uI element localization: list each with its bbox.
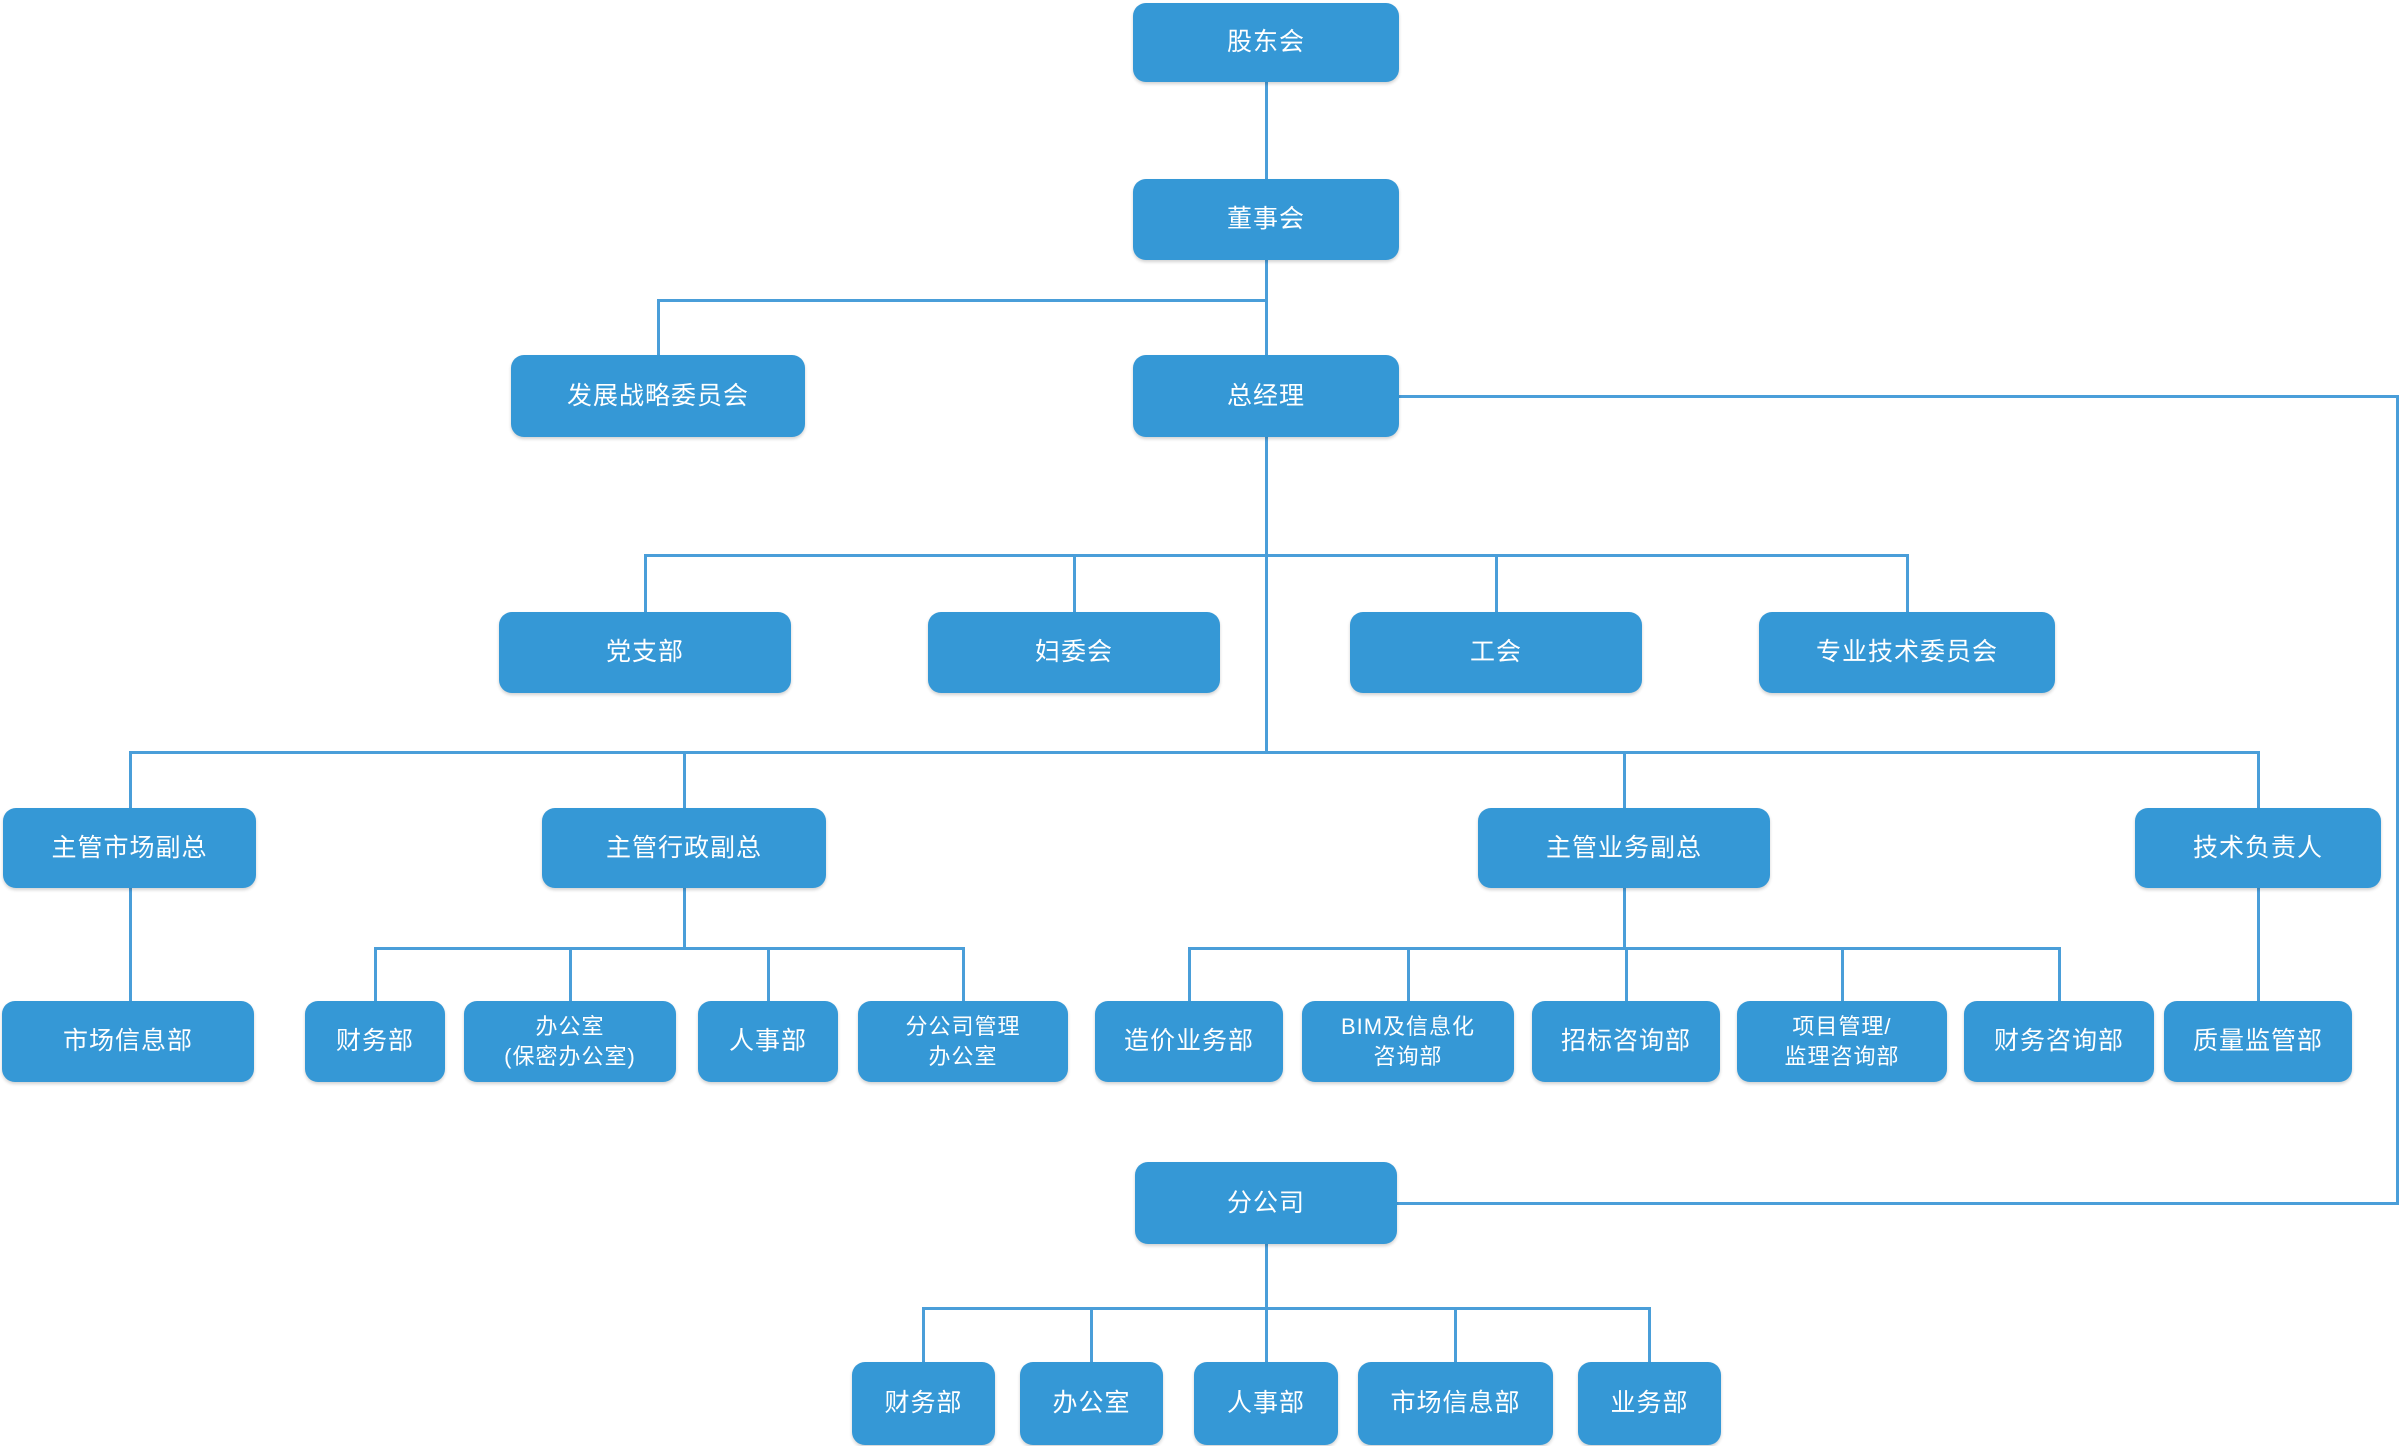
connector-segment [1840, 946, 1844, 1003]
connector-segment [1072, 553, 1076, 614]
connector-segment [1905, 553, 1909, 614]
connector-segment [373, 946, 965, 950]
org-node-branch-management-office: 分公司管理 办公室 [858, 1001, 1068, 1082]
connector-segment [1624, 946, 1628, 1003]
connector-segment [1647, 1306, 1651, 1364]
connector-segment [128, 886, 132, 1003]
org-node-hr-dept-branch: 人事部 [1194, 1362, 1338, 1445]
org-node-quality-supervision-dept: 质量监管部 [2164, 1001, 2352, 1082]
org-node-market-info-dept-branch: 市场信息部 [1358, 1362, 1553, 1445]
connector-segment [682, 886, 686, 950]
connector-segment [1622, 886, 1626, 950]
connector-segment [1264, 435, 1268, 754]
org-node-board-of-directors: 董事会 [1133, 179, 1399, 260]
org-node-technical-director: 技术负责人 [2135, 808, 2381, 888]
org-node-labor-union: 工会 [1350, 612, 1642, 693]
connector-segment [656, 298, 1268, 302]
connector-segment [766, 946, 770, 1003]
org-node-vp-admin: 主管行政副总 [542, 808, 826, 888]
connector-segment [2256, 750, 2260, 810]
connector-segment [1264, 1306, 1268, 1364]
connector-segment [682, 750, 686, 810]
org-node-project-management-supervision-dept: 项目管理/ 监理咨询部 [1737, 1001, 1947, 1082]
connector-segment [1622, 750, 1626, 810]
org-node-finance-dept-branch: 财务部 [852, 1362, 995, 1445]
connector-segment [656, 298, 660, 357]
connector-segment [1494, 553, 1498, 614]
org-node-vp-business: 主管业务副总 [1478, 808, 1770, 888]
connector-segment [128, 750, 2260, 754]
connector-segment [568, 946, 572, 1003]
connector-segment [1264, 258, 1268, 357]
connector-segment [643, 553, 647, 614]
connector-segment [1187, 946, 2061, 950]
org-node-general-manager: 总经理 [1133, 355, 1399, 437]
org-node-office-branch: 办公室 [1020, 1362, 1163, 1445]
org-node-hr-dept-admin: 人事部 [698, 1001, 838, 1082]
org-node-market-info-dept: 市场信息部 [2, 1001, 254, 1082]
org-node-cost-business-dept: 造价业务部 [1095, 1001, 1283, 1082]
org-node-office-confidential: 办公室 (保密办公室) [464, 1001, 676, 1082]
org-node-financial-consulting-dept: 财务咨询部 [1964, 1001, 2154, 1082]
org-node-vp-market: 主管市场副总 [3, 808, 256, 888]
org-node-development-strategy-committee: 发展战略委员会 [511, 355, 805, 437]
org-node-branch-company: 分公司 [1135, 1162, 1397, 1244]
org-node-finance-dept-admin: 财务部 [305, 1001, 445, 1082]
org-node-womens-committee: 妇委会 [928, 612, 1220, 693]
connector-segment [1089, 1306, 1093, 1364]
connector-segment [2256, 886, 2260, 1003]
org-node-business-dept-branch: 业务部 [1578, 1362, 1721, 1445]
org-node-bidding-consulting-dept: 招标咨询部 [1532, 1001, 1720, 1082]
connector-segment [1187, 946, 1191, 1003]
connector-segment [1395, 1201, 2399, 1205]
connector-segment [1264, 1242, 1268, 1310]
connector-segment [643, 553, 1909, 557]
connector-segment [1406, 946, 1410, 1003]
connector-segment [961, 946, 965, 1003]
org-node-party-branch: 党支部 [499, 612, 791, 693]
org-node-bim-info-consulting-dept: BIM及信息化 咨询部 [1302, 1001, 1514, 1082]
connector-segment [921, 1306, 925, 1364]
connector-segment [373, 946, 377, 1003]
connector-segment [2057, 946, 2061, 1003]
connector-segment [128, 750, 132, 810]
connector-segment [1264, 80, 1268, 181]
connector-segment [2395, 394, 2399, 1205]
connector-segment [1397, 394, 2399, 398]
connector-segment [1453, 1306, 1457, 1364]
org-node-shareholders-meeting: 股东会 [1133, 3, 1399, 82]
org-node-professional-technical-committee: 专业技术委员会 [1759, 612, 2055, 693]
connector-segment [921, 1306, 1651, 1310]
